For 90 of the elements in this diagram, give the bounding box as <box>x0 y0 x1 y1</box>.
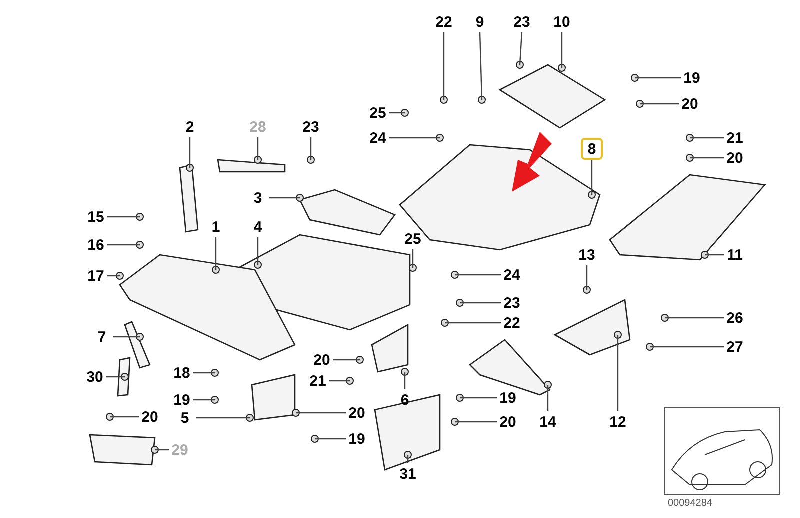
callout-number: 18 <box>171 365 193 381</box>
leader-line <box>215 237 217 270</box>
leader-line <box>690 137 724 139</box>
leader-line <box>617 335 619 411</box>
leader-line <box>315 438 346 440</box>
leader-line <box>407 455 409 463</box>
leader-line <box>412 249 414 268</box>
callout-number: 15 <box>85 209 107 225</box>
callout-number: 19 <box>497 390 519 406</box>
leader-line <box>389 137 440 139</box>
callout-number: 20 <box>724 150 746 166</box>
leader-line <box>650 346 724 348</box>
callout-number: 22 <box>433 14 455 30</box>
leader-line <box>455 274 501 276</box>
callout-number: 2 <box>179 119 201 135</box>
leader-line <box>110 416 139 418</box>
leader-line <box>107 275 120 277</box>
callout-number: 28 <box>247 119 269 135</box>
callout-number: 22 <box>501 315 523 331</box>
callout-number: 20 <box>139 409 161 425</box>
leader-line <box>635 77 681 79</box>
callout-number: 20 <box>311 352 333 368</box>
callout-number: 12 <box>607 414 629 430</box>
callout-number: 21 <box>307 373 329 389</box>
callout-number: 13 <box>576 247 598 263</box>
leader-line <box>665 317 724 319</box>
callout-number: 31 <box>397 466 419 482</box>
callout-number: 23 <box>511 14 533 30</box>
leader-line <box>591 160 593 195</box>
leader-line <box>296 412 346 414</box>
callout-number: 8 <box>581 138 603 160</box>
leader-line <box>460 397 497 399</box>
callout-number: 20 <box>346 405 368 421</box>
callout-number: 26 <box>724 310 746 326</box>
callout-number: 27 <box>724 339 746 355</box>
leader-line <box>113 336 140 338</box>
callout-number: 25 <box>402 231 424 247</box>
leader-line <box>107 216 140 218</box>
callout-number: 19 <box>346 431 368 447</box>
leader-line <box>193 399 215 401</box>
callout-number: 4 <box>247 219 269 235</box>
leader-line <box>257 237 259 265</box>
leader-line <box>193 372 215 374</box>
callout-number: 29 <box>169 442 191 458</box>
leader-line <box>389 112 405 114</box>
leader-line <box>257 137 259 160</box>
leader-line <box>561 32 563 68</box>
leader-line <box>586 265 588 290</box>
callout-number: 11 <box>724 247 746 263</box>
callout-number: 5 <box>174 410 196 426</box>
leader-line <box>155 449 169 451</box>
leader-line <box>189 137 191 168</box>
leader-line <box>443 32 445 100</box>
callout-number: 7 <box>91 329 113 345</box>
callout-number: 23 <box>501 295 523 311</box>
callout-number: 20 <box>679 96 701 112</box>
leader-line <box>107 244 140 246</box>
leader-line <box>690 157 724 159</box>
callout-number: 1 <box>205 219 227 235</box>
callout-number: 30 <box>84 369 106 385</box>
callout-number: 20 <box>497 414 519 430</box>
callout-number: 25 <box>367 105 389 121</box>
callout-number: 14 <box>537 414 559 430</box>
callout-number: 10 <box>551 14 573 30</box>
leader-line <box>640 103 679 105</box>
leader-line <box>404 372 406 389</box>
leader-line <box>445 322 501 324</box>
callout-number: 16 <box>85 237 107 253</box>
callout-number: 23 <box>300 119 322 135</box>
callout-number: 19 <box>171 392 193 408</box>
callout-number: 21 <box>724 130 746 146</box>
leader-line <box>333 359 360 361</box>
leader-line <box>329 380 350 382</box>
callout-number: 24 <box>367 130 389 146</box>
leader-line <box>269 197 300 199</box>
leader-line <box>705 254 724 256</box>
leader-line <box>196 417 250 419</box>
callout-number: 17 <box>85 268 107 284</box>
leader-line <box>455 421 497 423</box>
drawing-number: 00094284 <box>668 497 712 511</box>
leader-line <box>519 32 523 66</box>
callout-number: 3 <box>247 190 269 206</box>
leader-line <box>479 32 483 100</box>
leader-line <box>106 376 125 378</box>
callout-number: 24 <box>501 267 523 283</box>
leader-line <box>547 385 549 411</box>
callout-number: 9 <box>469 14 491 30</box>
leader-line <box>310 137 312 160</box>
callout-number: 19 <box>681 70 703 86</box>
leader-line <box>460 302 501 304</box>
